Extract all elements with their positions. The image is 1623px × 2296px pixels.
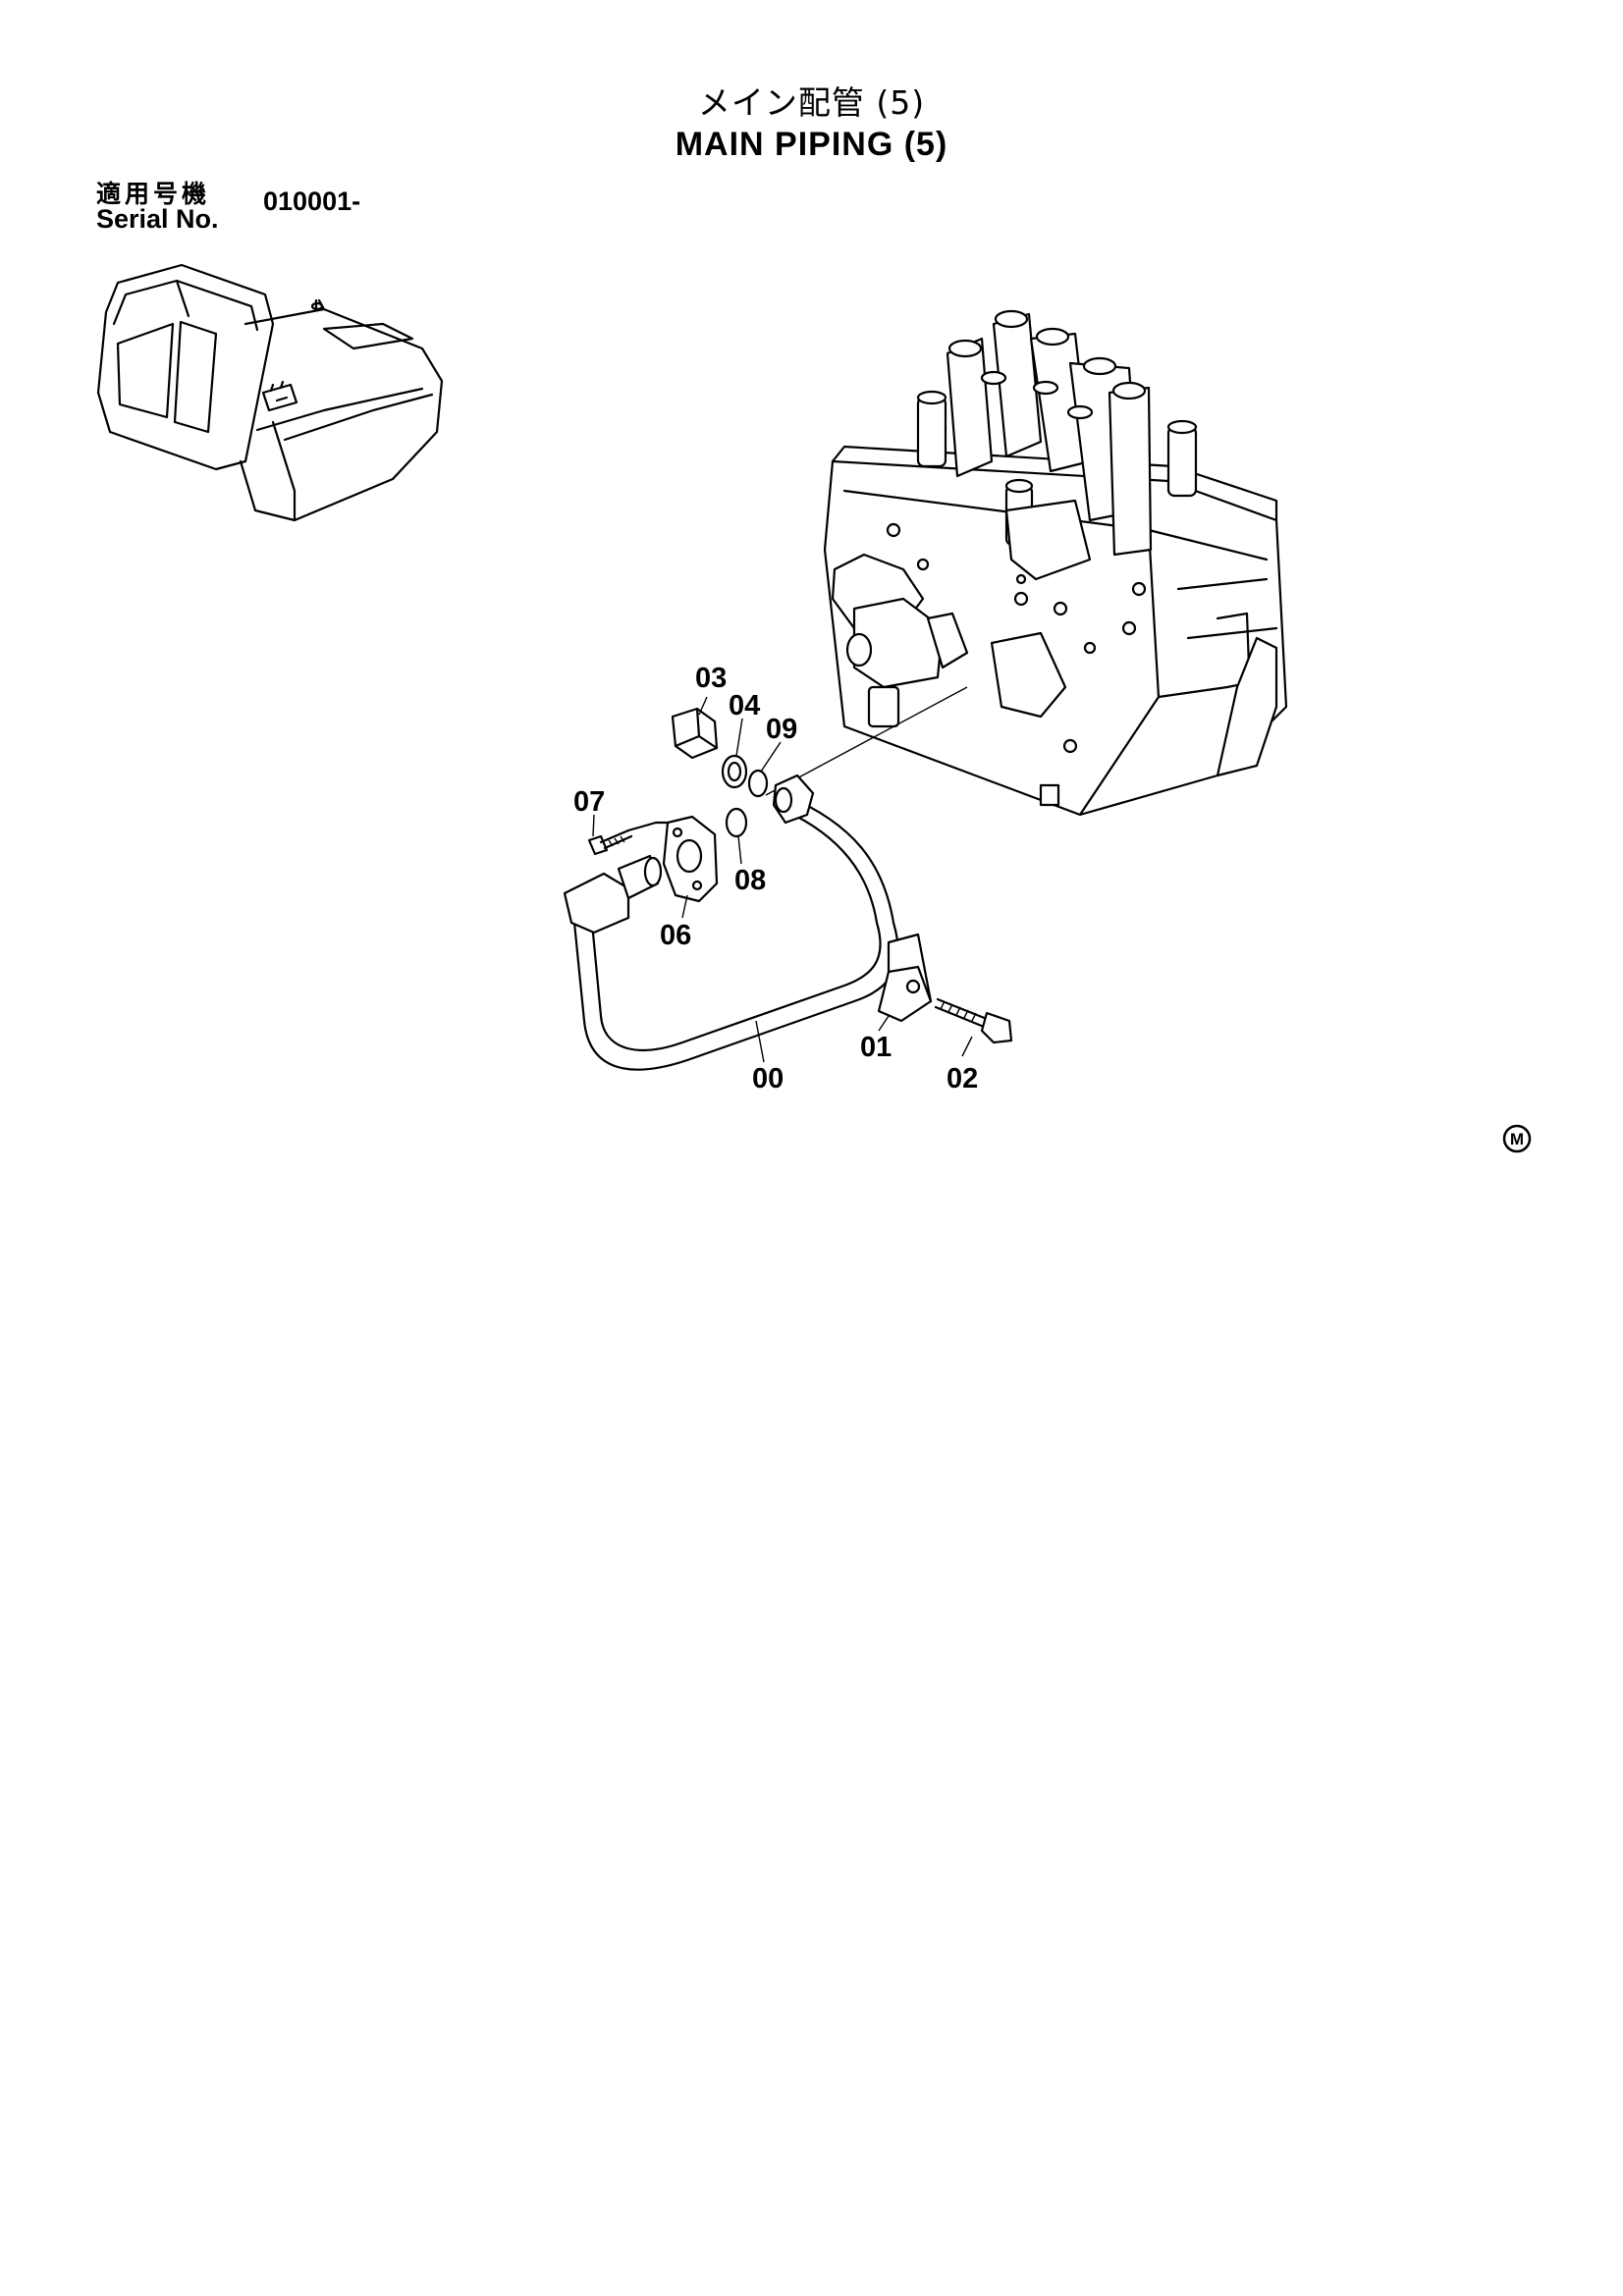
page-title-japanese: メイン配管 (5) — [697, 83, 926, 122]
callout-08: 08 — [734, 865, 766, 896]
callout-04: 04 — [729, 690, 760, 721]
serial-number-value: 010001- — [263, 187, 361, 216]
part-01-clamp — [877, 933, 933, 1023]
callout-09: 09 — [766, 714, 797, 745]
control-valve-block — [823, 309, 1288, 817]
excavator-location-thumbnail — [96, 263, 444, 522]
callout-03: 03 — [695, 663, 727, 694]
page-title-english: MAIN PIPING (5) — [675, 126, 948, 163]
part-09-o-ring — [747, 769, 769, 798]
serial-label-english: Serial No. — [96, 204, 219, 234]
callout-06: 06 — [660, 920, 691, 951]
part-02-bolt — [934, 997, 1013, 1044]
part-04-washer — [721, 754, 748, 789]
callout-07: 07 — [573, 786, 605, 818]
leader-lines — [592, 696, 973, 1063]
callout-00: 00 — [752, 1063, 784, 1095]
corner-mark-letter: M — [1510, 1130, 1524, 1148]
serial-label-japanese: 適用号機 — [96, 180, 211, 208]
callout-01: 01 — [860, 1032, 892, 1063]
callout-02: 02 — [947, 1063, 978, 1095]
part-03-nut — [671, 707, 719, 760]
corner-circled-mark: M — [1502, 1124, 1532, 1153]
part-06-flange — [626, 815, 719, 903]
part-07-bolt — [587, 828, 633, 856]
part-00-pipe — [563, 774, 899, 1071]
part-08-o-ring — [725, 807, 748, 838]
